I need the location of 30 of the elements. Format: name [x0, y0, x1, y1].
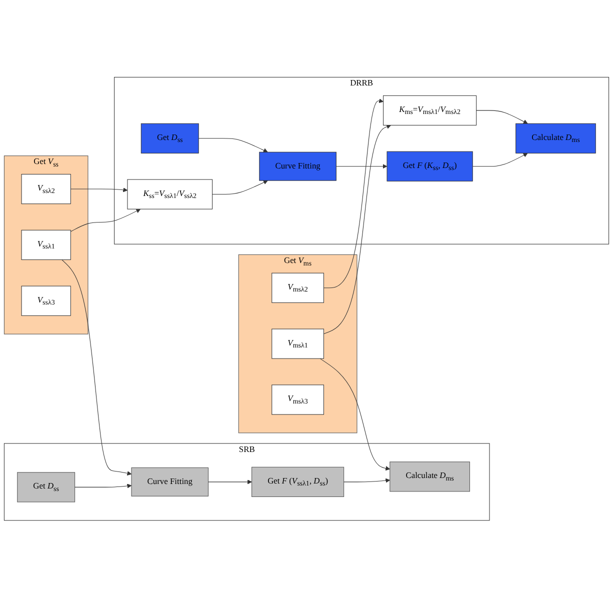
arrow: [323, 124, 392, 334]
arrow: [70, 208, 141, 232]
arrow: [70, 187, 128, 192]
arrow: [208, 479, 252, 484]
node-box: K$_{ss}$=V$_{ssλ1}$/V$_{ssλ2}$: [127, 178, 213, 210]
node-box: V$_{msλ3}$: [272, 384, 324, 414]
arrow: [212, 180, 268, 194]
node-box: V$_{ssλ3}$: [21, 285, 71, 316]
node-box: Get F (K$_{ss}$, D$_{ss}$): [386, 150, 473, 182]
node-box: K$_{ms}$=V$_{msλ1}$/V$_{msλ2}$: [383, 95, 477, 126]
node-box: Get D$_{ss}$: [140, 123, 199, 154]
node-box: V$_{ssλ1}$: [21, 230, 71, 260]
arrow: [74, 483, 132, 488]
node-box: Get D$_{ss}$: [17, 472, 76, 502]
node-box: Get F (V$_{ssλ1}$, D$_{ss}$): [252, 466, 344, 497]
node-box: V$_{ssλ2}$: [21, 174, 71, 204]
arrow: [472, 152, 528, 166]
node-box: V$_{msλ2}$: [272, 272, 324, 303]
arrow: [198, 138, 268, 152]
arrow: [476, 110, 528, 124]
arrow: [344, 478, 390, 483]
node-box: Curve Fitting: [131, 467, 209, 496]
node-box: V$_{msλ1}$: [272, 328, 324, 359]
arrow: [323, 98, 384, 288]
node-box: Calculate D$_{ms}$: [390, 461, 470, 492]
arrow: [320, 358, 390, 470]
node-box: Calculate D$_{ms}$: [516, 123, 596, 154]
node-box: Curve Fitting: [259, 152, 336, 180]
arrow: [336, 164, 388, 168]
arrow: [62, 259, 132, 476]
